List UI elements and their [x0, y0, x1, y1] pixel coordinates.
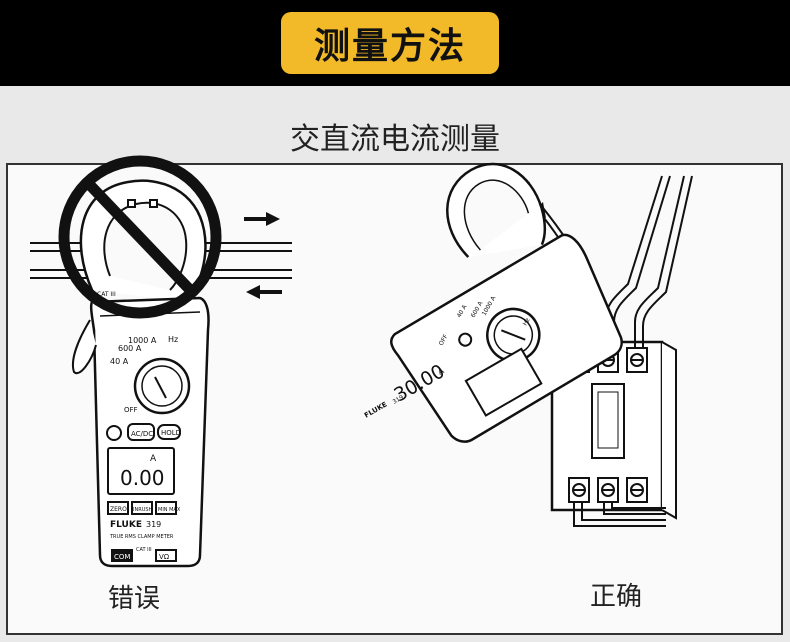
terminal-block-bottom	[569, 478, 647, 502]
arrow-right-icon	[244, 212, 280, 226]
svg-text:OFF: OFF	[124, 406, 138, 414]
lcd-reading-left: 0.00	[120, 466, 165, 490]
svg-text:319: 319	[146, 520, 161, 529]
svg-text:Hz: Hz	[168, 335, 178, 344]
power-button-left	[107, 426, 121, 440]
arrow-left-icon	[246, 285, 282, 299]
svg-text:ZERO: ZERO	[110, 506, 127, 513]
svg-text:600 A: 600 A	[118, 344, 142, 353]
svg-text:INRUSH: INRUSH	[133, 507, 153, 513]
svg-text:AC/DC: AC/DC	[131, 430, 153, 438]
brand-logo-left: FLUKE	[110, 520, 142, 530]
svg-text:CAT III: CAT III	[136, 547, 152, 553]
svg-text:40 A: 40 A	[110, 357, 129, 366]
svg-text:COM: COM	[114, 553, 130, 561]
correct-illustration: 30.00 A 1000 A 600 A 40 A Hz OFF FLUKE 3…	[335, 142, 692, 526]
svg-text:A: A	[150, 454, 157, 464]
caption-correct: 正确	[590, 576, 642, 613]
svg-text:TRUE RMS CLAMP METER: TRUE RMS CLAMP METER	[109, 534, 174, 540]
brand-logo-right: FLUKE	[363, 400, 389, 419]
caption-wrong: 错误	[108, 578, 160, 615]
svg-text:VΩ: VΩ	[159, 553, 170, 561]
wrong-illustration: CAT III 1000 A Hz 600 A 40 A OFF AC/DC H…	[30, 161, 292, 566]
svg-text:MIN MAX: MIN MAX	[158, 507, 181, 513]
svg-text:HOLD: HOLD	[161, 429, 181, 437]
